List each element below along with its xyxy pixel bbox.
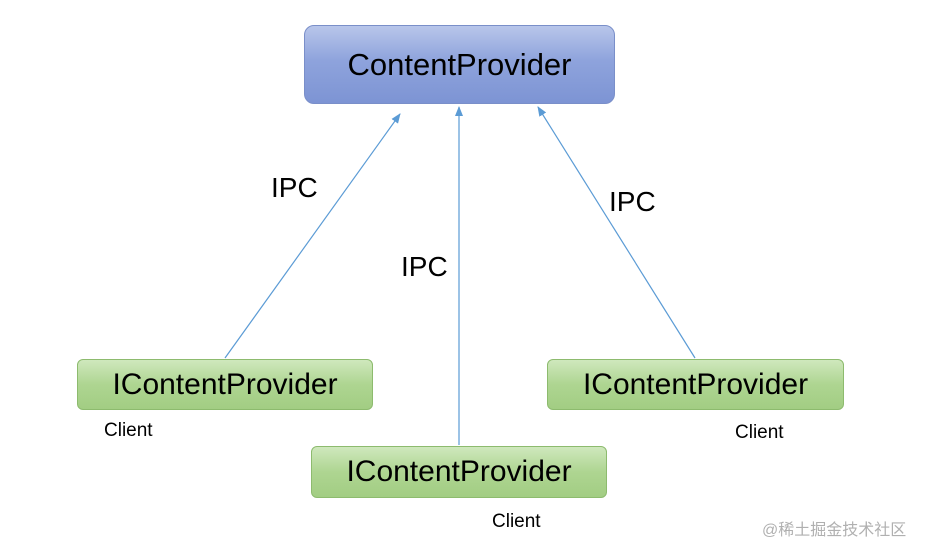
ipc-label-middle: IPC — [401, 251, 448, 282]
client-caption-right: Client — [735, 422, 784, 443]
client-node-middle-label: IContentProvider — [346, 455, 572, 488]
ipc-arrow-left — [224, 113, 401, 359]
client-node-left-label: IContentProvider — [112, 367, 338, 401]
ipc-label-right: IPC — [609, 186, 656, 217]
content-provider-label: ContentProvider — [347, 46, 572, 82]
client-caption-middle: Client — [492, 511, 541, 532]
content-provider-node: ContentProvider — [304, 25, 615, 104]
ipc-arrow-right — [537, 106, 696, 359]
client-caption-left: Client — [104, 420, 153, 441]
client-node-right: IContentProvider — [547, 359, 844, 410]
client-node-right-label: IContentProvider — [582, 367, 809, 401]
watermark: @稀土掘金技术社区 — [762, 522, 907, 539]
client-node-middle: IContentProvider — [311, 446, 607, 498]
ipc-label-left: IPC — [271, 172, 318, 203]
client-node-left: IContentProvider — [77, 359, 373, 410]
